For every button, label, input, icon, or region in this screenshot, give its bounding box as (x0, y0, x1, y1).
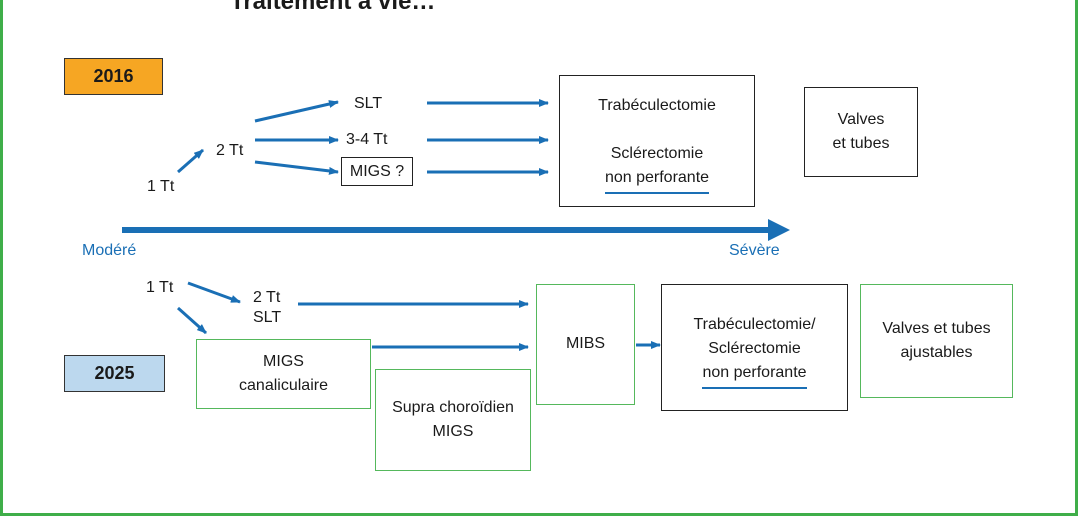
valves-2016-box: Valves et tubes (804, 87, 918, 177)
option-2016-migs-label: MIGS ? (349, 163, 405, 180)
surgery-2016-line1: Trabéculectomie (598, 97, 716, 114)
page-title: Traitement à vie… (230, 0, 436, 15)
step-2025-2tt: 2 Tt (253, 289, 281, 306)
valves-2025-box: Valves et tubes ajustables (860, 284, 1013, 398)
supra-choroid-line1: Supra choroïdien (392, 399, 514, 416)
migs-canal-line1: MIGS (263, 353, 304, 370)
valves-2016-line1: Valves (837, 111, 885, 128)
valves-2025-line1: Valves et tubes (882, 320, 991, 337)
option-2016-slt: SLT (354, 95, 383, 112)
arrow-2016-2tt-slt (254, 100, 339, 123)
migs-canal-box: MIGS canaliculaire (196, 339, 371, 409)
severity-axis-head (768, 219, 790, 241)
arrow-2016-2tt-migs (254, 160, 339, 175)
step-2025-1tt: 1 Tt (146, 279, 174, 296)
step-2016-1tt: 1 Tt (147, 178, 175, 195)
surgery-2025-line3: non perforante (702, 361, 807, 389)
scale-start-label: Modéré (82, 242, 137, 259)
option-2016-migs-box: MIGS ? (341, 157, 413, 186)
mibs-label: MIBS (565, 335, 606, 352)
arrow-2016-1tt-2tt (177, 148, 204, 174)
supra-choroid-box: Supra choroïdien MIGS (375, 369, 531, 471)
surgery-2025-line2: Sclérectomie (708, 340, 801, 357)
surgery-2016-line2: Sclérectomie (610, 145, 704, 162)
arrow-2025-1tt-migs (177, 306, 207, 335)
scale-end-label: Sévère (729, 242, 780, 259)
step-2016-2tt: 2 Tt (216, 142, 244, 159)
surgery-2025-line1: Trabéculectomie/ (693, 316, 816, 333)
valves-2016-line2: et tubes (832, 135, 890, 152)
migs-canal-line2: canaliculaire (239, 377, 328, 394)
surgery-2025-box: Trabéculectomie/ Sclérectomie non perfor… (661, 284, 848, 411)
mibs-box: MIBS (536, 284, 635, 405)
year-2016-badge: 2016 (64, 58, 163, 95)
arrow-2025-1tt-2tt (187, 281, 241, 304)
option-2016-3-4tt: 3-4 Tt (346, 131, 388, 148)
step-2025-slt: SLT (253, 309, 282, 326)
year-2025-badge: 2025 (64, 355, 165, 392)
surgery-2016-box: Trabéculectomie Sclérectomie non perfora… (559, 75, 755, 207)
surgery-2016-line3: non perforante (604, 166, 710, 194)
supra-choroid-line2: MIGS (432, 423, 474, 440)
valves-2025-line2: ajustables (900, 344, 973, 361)
